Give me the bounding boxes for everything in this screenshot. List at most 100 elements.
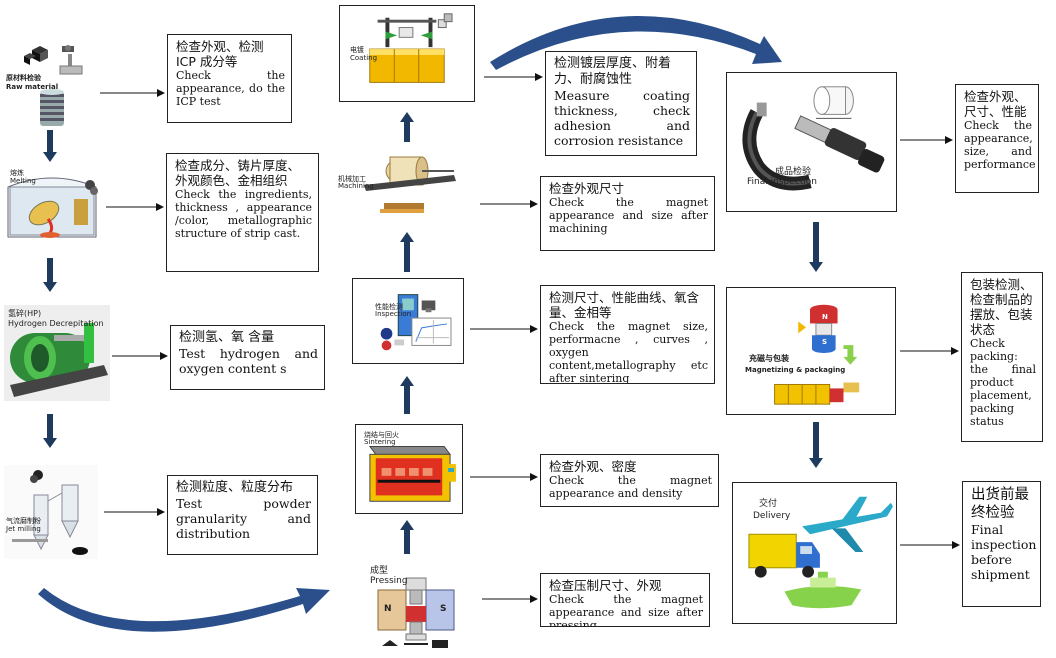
sintering-label-zh: 烧结与回火 xyxy=(364,431,399,439)
machining-label-zh: 机械加工 xyxy=(338,175,366,183)
pressing-press-icon xyxy=(377,577,455,648)
packaging-label-zh: 充磁与包装 xyxy=(749,354,789,363)
machining-label-en: Machining xyxy=(338,182,374,190)
delivery-label-zh: 交付 xyxy=(759,499,778,509)
jet-milling-label-zh: 气流磨制粉 xyxy=(6,517,41,525)
melting-label-en: Melting xyxy=(10,177,36,185)
jet-milling-label-en: Jet milling xyxy=(6,525,41,533)
packaging-pole-s: S xyxy=(822,338,828,346)
flow-arrow-inspection-to-machining xyxy=(400,232,414,272)
note-coating-en: Measure coating thickness, check adhesio… xyxy=(554,88,690,148)
hd-label-zh: 氢碎(HP) xyxy=(8,309,42,318)
inspection-label-zh: 性能检测 xyxy=(375,303,403,311)
sintering-label-en: Sintering xyxy=(364,438,396,446)
note-hydrogen-zh: 检测氢、氧 含量 xyxy=(179,330,275,345)
machining-illustration: 机械加工 Machining xyxy=(334,145,476,223)
packaging-label-en: Magnetizing & packaging xyxy=(745,366,846,374)
note-jet-milling-zh: 检测粒度、粒度分布 xyxy=(176,480,294,495)
note-final-inspection: 检查外观、尺寸、性能 Check the appearance, size, a… xyxy=(955,84,1039,193)
inspection-label-en: Inspection xyxy=(375,310,412,318)
note-coating: 检测镀层厚度、附着力、耐腐蚀性 Measure coating thicknes… xyxy=(545,51,697,156)
coating-label-zh: 电镀 xyxy=(350,46,364,54)
melting-label-zh: 熔炼 xyxy=(10,169,24,177)
note-machining-en: Check the magnet appearance and size aft… xyxy=(549,196,708,235)
note-inspection-en: Check the magnet size, performacne , cur… xyxy=(549,320,708,384)
curved-arrow-jet-to-pressing xyxy=(38,588,330,632)
melting-furnace-icon xyxy=(7,177,98,238)
coating-tank-icon xyxy=(369,13,453,83)
coating-label-en: Coating xyxy=(350,54,378,62)
note-pressing: 检查压制尺寸、外观 Check the magnet appearance an… xyxy=(540,573,710,627)
packaging-illustration: N S 充磁与包装 Magnetizing & packaging xyxy=(726,287,896,415)
flow-arrow-melting-to-hd xyxy=(43,258,57,292)
pressing-pole-n: N xyxy=(384,604,392,614)
flow-arrow-raw-to-melting xyxy=(43,130,57,162)
note-final-inspection-en: Check the appearance, size, and performa… xyxy=(964,119,1036,171)
melting-illustration: 熔炼 Melting xyxy=(4,165,100,241)
machining-icon xyxy=(364,156,456,213)
note-raw-material-en: Check the appearance, do the ICP test xyxy=(176,69,285,108)
note-inspection: 检测尺寸、性能曲线、氧含量、金相等 Check the magnet size,… xyxy=(540,285,715,384)
jet-mill-icon xyxy=(12,470,88,555)
note-hydrogen: 检测氢、氧 含量 Test hydrogen and oxygen conten… xyxy=(170,325,325,390)
sintering-oven-icon xyxy=(368,446,456,502)
note-sintering-en: Check the magnet appearance and density xyxy=(549,474,712,500)
inspection-illustration: 性能检测 Inspection xyxy=(352,278,464,364)
note-packing: 包装检测、检查制品的摆放、包装状态 Check packing: the fin… xyxy=(961,272,1043,442)
raw-material-illustration: 原材料检验 Raw material xyxy=(2,36,92,128)
note-pressing-zh: 检查压制尺寸、外观 xyxy=(549,578,662,593)
pressing-label-zh: 成型 xyxy=(370,566,389,576)
packaging-pole-n: N xyxy=(822,313,828,321)
final-inspection-label-zh: 成品检验 xyxy=(775,167,812,177)
inspection-instrument-icon xyxy=(380,294,452,351)
flow-arrow-pressing-to-sintering xyxy=(400,520,414,554)
note-raw-material: 检查外观、检测 ICP 成分等 Check the appearance, do… xyxy=(167,34,292,123)
note-packing-en: Check packing: the final product placeme… xyxy=(970,337,1036,428)
delivery-label-en: Delivery xyxy=(753,511,791,521)
final-inspection-label-en: Final inspection xyxy=(747,177,817,187)
note-coating-zh: 检测镀层厚度、附着力、耐腐蚀性 xyxy=(554,56,672,87)
flow-arrow-sintering-to-inspection xyxy=(400,376,414,414)
delivery-vehicles-icon xyxy=(748,496,893,609)
flow-arrow-hd-to-jet xyxy=(43,414,57,448)
magnetizer-packaging-icon xyxy=(774,304,860,405)
raw-material-label-zh: 原材料检验 xyxy=(6,74,41,82)
flow-arrow-final-to-packing xyxy=(809,222,823,272)
hd-label-en: Hydrogen Decrepitation xyxy=(8,319,104,328)
note-machining: 检查外观尺寸 Check the magnet appearance and s… xyxy=(540,176,715,251)
note-final-inspection-zh: 检查外观、尺寸、性能 xyxy=(964,89,1027,119)
note-jet-milling-en: Test powder granularity and distribution xyxy=(176,496,311,541)
flow-arrow-machining-to-coating xyxy=(400,112,414,142)
raw-material-label-en: Raw material xyxy=(6,83,59,91)
note-raw-material-zh: 检查外观、检测 ICP 成分等 xyxy=(176,39,264,69)
note-melting-en: Check the ingredients, thickness , appea… xyxy=(175,188,312,240)
note-melting-zh: 检查成分、铸片厚度、外观颜色、金相组织 xyxy=(175,158,301,188)
note-sintering: 检查外观、密度 Check the magnet appearance and … xyxy=(540,454,719,507)
hydrogen-decrepitation-illustration: 氢碎(HP) Hydrogen Decrepitation xyxy=(4,305,110,401)
note-sintering-zh: 检查外观、密度 xyxy=(549,459,637,474)
jet-milling-illustration: 气流磨制粉 Jet milling xyxy=(4,465,98,559)
hydrogen-furnace-icon xyxy=(4,305,110,401)
pressing-pole-s: S xyxy=(440,604,447,614)
note-inspection-zh: 检测尺寸、性能曲线、氧含量、金相等 xyxy=(549,290,700,320)
pressing-label-en: Pressing xyxy=(370,576,408,586)
delivery-illustration: 交付 Delivery xyxy=(732,482,897,624)
note-jet-milling: 检测粒度、粒度分布 Test powder granularity and di… xyxy=(167,475,318,555)
note-machining-zh: 检查外观尺寸 xyxy=(549,181,625,196)
coating-illustration: 电镀 Coating xyxy=(339,5,475,102)
micrometer-icon xyxy=(742,86,885,191)
pressing-illustration: 成型 Pressing N S xyxy=(368,560,464,656)
note-delivery: 出货前最终检验 Final inspection before shipment xyxy=(962,481,1041,607)
note-pressing-en: Check the magnet appearance and size aft… xyxy=(549,593,703,627)
note-delivery-zh: 出货前最终检验 xyxy=(971,487,1029,521)
note-packing-zh: 包装检测、检查制品的摆放、包装状态 xyxy=(970,277,1033,337)
note-melting: 检查成分、铸片厚度、外观颜色、金相组织 Check the ingredient… xyxy=(166,153,319,272)
note-delivery-en: Final inspection before shipment xyxy=(971,522,1037,582)
note-hydrogen-en: Test hydrogen and oxygen content s xyxy=(179,346,318,376)
final-inspection-illustration: 成品检验 Final inspection xyxy=(726,72,897,212)
flow-arrow-packing-to-delivery xyxy=(809,422,823,468)
sintering-illustration: 烧结与回火 Sintering xyxy=(355,424,463,514)
raw-material-icon xyxy=(24,45,83,126)
